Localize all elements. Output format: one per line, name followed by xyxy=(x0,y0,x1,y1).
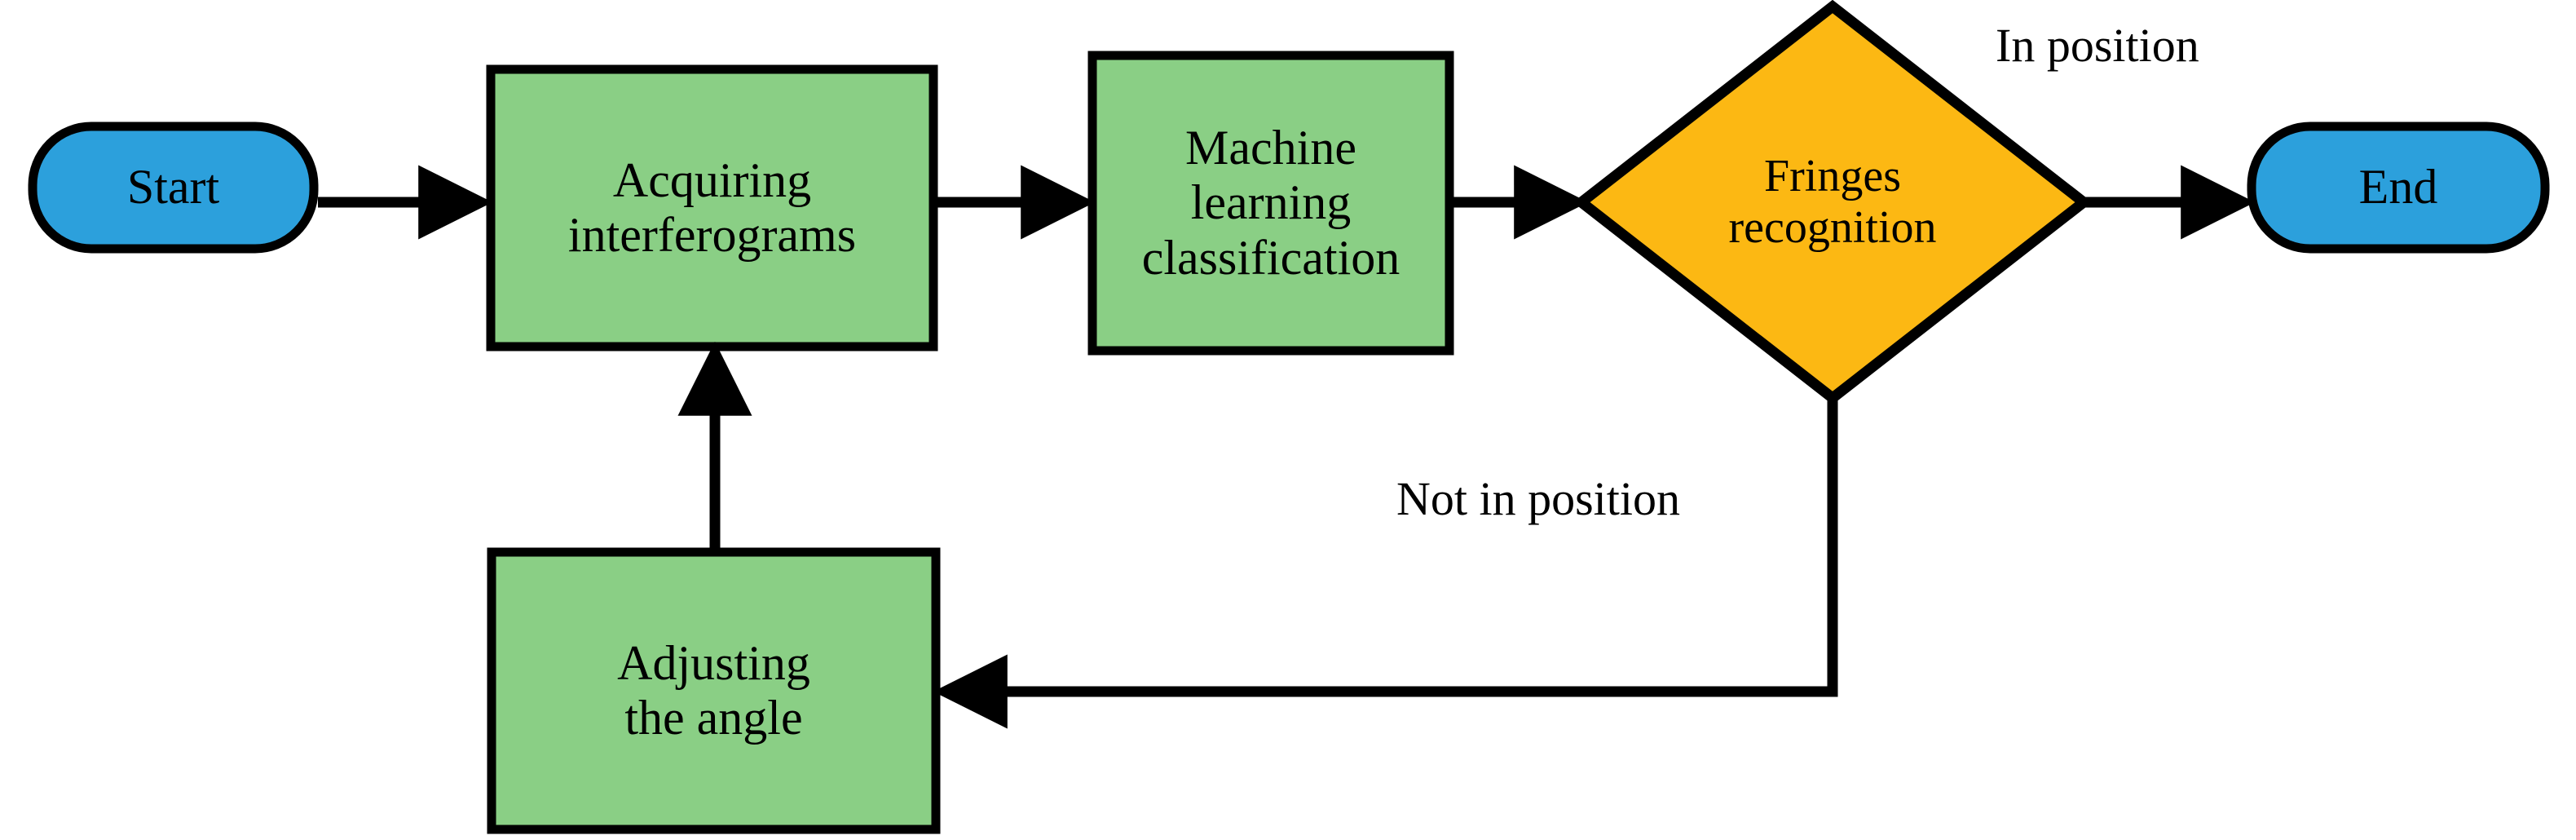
node-classify-shape[interactable] xyxy=(1087,51,1454,356)
node-acquire-shape[interactable] xyxy=(486,64,938,351)
node-decide-shape[interactable] xyxy=(1573,0,2093,405)
node-end-shape[interactable] xyxy=(2247,122,2550,254)
edge-decide-adjust xyxy=(933,400,1838,729)
node-start-shape[interactable] xyxy=(28,122,319,254)
node-adjust-shape[interactable] xyxy=(487,547,941,834)
